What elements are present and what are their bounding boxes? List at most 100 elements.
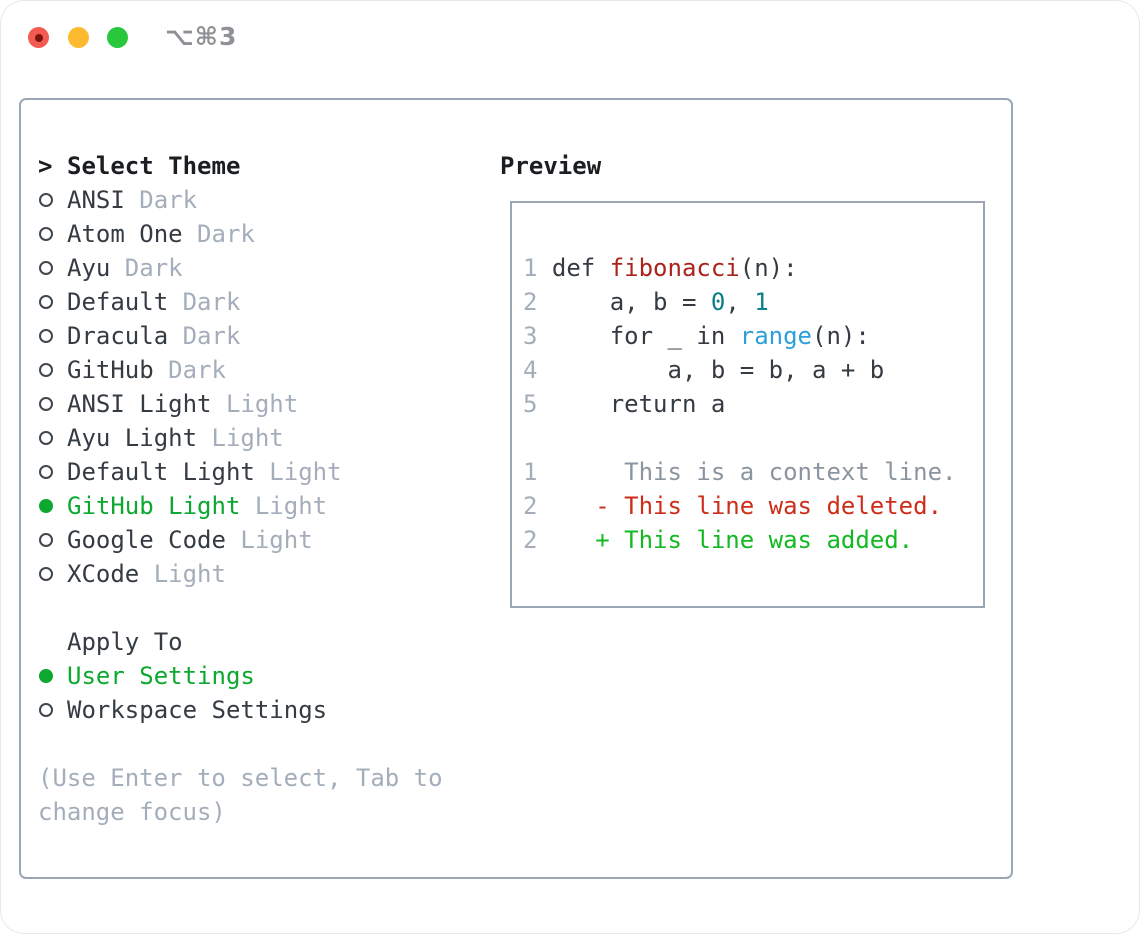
radio-unselected-icon: [38, 421, 67, 455]
select-theme-header-label: Select Theme: [67, 152, 241, 180]
line-number: 2: [523, 526, 538, 554]
preview-diff-line: 2 + This line was added.: [523, 523, 983, 557]
apply-to-header: Apply To: [38, 625, 443, 659]
close-button[interactable]: [28, 27, 49, 48]
radio-unselected-icon: [38, 557, 67, 591]
theme-variant: Dark: [182, 220, 255, 248]
theme-variant: Dark: [168, 288, 241, 316]
code-segment: 1: [754, 288, 769, 316]
theme-name: GitHub: [67, 356, 154, 384]
radio-unselected-icon: [38, 523, 67, 557]
theme-variant: Light: [211, 390, 299, 418]
radio-unselected-icon: [38, 693, 67, 727]
theme-variant: Dark: [110, 254, 183, 282]
radio-unselected-icon: [38, 251, 67, 285]
apply-option-user-settings[interactable]: User Settings: [38, 659, 443, 693]
apply-to-header-label: Apply To: [67, 628, 183, 656]
theme-option-ayu-dark[interactable]: Ayu Dark: [38, 251, 443, 285]
preview-code-line: 4 a, b = b, a + b: [523, 353, 983, 387]
theme-name: XCode: [67, 560, 140, 588]
theme-name: GitHub Light: [67, 492, 241, 520]
theme-variant: Dark: [168, 322, 241, 350]
hint-line-1: (Use Enter to select, Tab to: [38, 764, 443, 792]
radio-unselected-icon: [38, 455, 67, 489]
preview-diff-line: 2 - This line was deleted.: [523, 489, 983, 523]
code-segment: fibonacci: [609, 254, 740, 282]
theme-option-ansi-light-light[interactable]: ANSI Light Light: [38, 387, 443, 421]
theme-name: Default Light: [67, 458, 255, 486]
theme-option-dracula-dark[interactable]: Dracula Dark: [38, 319, 443, 353]
code-segment: 0: [710, 288, 726, 316]
line-number: 3: [523, 322, 552, 350]
code-segment: def: [551, 254, 610, 282]
code-segment: return a: [551, 390, 726, 418]
hint-line-2: change focus): [38, 798, 226, 826]
theme-variant: Light: [139, 560, 226, 588]
preview-blank-line: [523, 421, 983, 455]
code-segment: a, b = b, a + b: [551, 356, 885, 384]
radio-selected-icon: [38, 659, 67, 693]
theme-option-github-light-light[interactable]: GitHub Light Light: [38, 489, 443, 523]
theme-option-ayu-light-light[interactable]: Ayu Light Light: [38, 421, 443, 455]
theme-option-default-light-light[interactable]: Default Light Light: [38, 455, 443, 489]
preview-diff-line: 1 This is a context line.: [523, 455, 983, 489]
apply-option-workspace-settings[interactable]: Workspace Settings: [38, 693, 443, 727]
diff-text: + This line was added.: [595, 526, 914, 554]
radio-unselected-icon: [38, 285, 67, 319]
minimize-button[interactable]: [68, 27, 89, 48]
prompt-icon: >: [38, 152, 53, 180]
preview-code-line: 1 def fibonacci(n):: [523, 251, 983, 285]
theme-name: Ayu: [67, 254, 111, 282]
theme-option-xcode-light[interactable]: XCode Light: [38, 557, 443, 591]
line-number: 1: [523, 458, 538, 486]
preview-header-label: Preview: [500, 152, 602, 180]
line-number: 4: [523, 356, 552, 384]
radio-unselected-icon: [38, 319, 67, 353]
theme-variant: Light: [197, 424, 284, 452]
line-number: 2: [523, 288, 552, 316]
theme-name: ANSI Light: [67, 390, 212, 418]
theme-name: Ayu Light: [67, 424, 198, 452]
select-theme-header: > Select Theme: [38, 149, 443, 183]
theme-option-github-dark[interactable]: GitHub Dark: [38, 353, 443, 387]
radio-unselected-icon: [38, 387, 67, 421]
apply-option-label: User Settings: [67, 662, 255, 690]
theme-variant: Dark: [124, 186, 198, 214]
line-number: 2: [523, 492, 538, 520]
theme-variant: Light: [240, 492, 328, 520]
diff-gutter: [537, 458, 595, 486]
spacer: [38, 727, 443, 761]
line-number: 5: [523, 390, 552, 418]
code-segment: ,: [725, 288, 755, 316]
preview-code-line: 5 return a: [523, 387, 983, 421]
spacer: [38, 591, 443, 625]
theme-variant: Dark: [153, 356, 226, 384]
theme-name: Default: [67, 288, 169, 316]
preview-code-line: 2 a, b = 0, 1: [523, 285, 983, 319]
theme-option-default-dark[interactable]: Default Dark: [38, 285, 443, 319]
diff-gutter: [537, 492, 595, 520]
code-segment: for _ in: [551, 322, 740, 350]
zoom-button[interactable]: [107, 27, 128, 48]
theme-name: Google Code: [67, 526, 226, 554]
code-segment: (n):: [739, 254, 798, 282]
line-number: 1: [523, 254, 552, 282]
theme-option-ansi-dark[interactable]: ANSI Dark: [38, 183, 443, 217]
diff-text: This is a context line.: [595, 458, 957, 486]
theme-variant: Light: [225, 526, 313, 554]
theme-name: ANSI: [67, 186, 125, 214]
theme-variant: Light: [254, 458, 342, 486]
radio-unselected-icon: [38, 217, 67, 251]
code-segment: (n):: [812, 322, 870, 350]
diff-text: - This line was deleted.: [595, 492, 943, 520]
theme-option-atom-one-dark[interactable]: Atom One Dark: [38, 217, 443, 251]
diff-gutter: [537, 526, 595, 554]
theme-option-google-code-light[interactable]: Google Code Light: [38, 523, 443, 557]
